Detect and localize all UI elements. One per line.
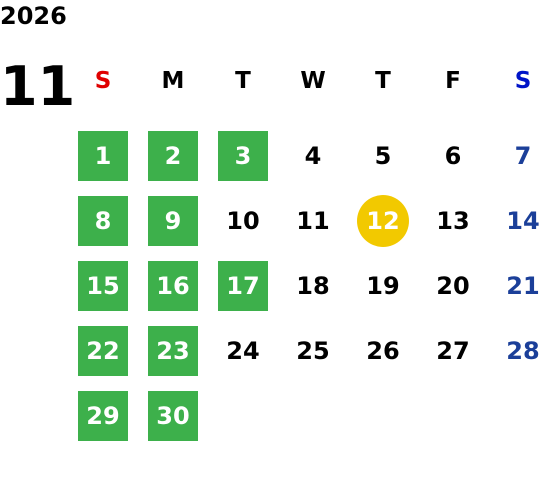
day-cell[interactable]: 11: [278, 188, 348, 253]
day-number: 7: [514, 141, 532, 170]
day-number: 15: [78, 260, 128, 311]
weekday-monday: M: [161, 67, 185, 94]
weekday-tuesday: T: [235, 67, 251, 94]
day-cell[interactable]: 15: [68, 253, 138, 318]
day-cell[interactable]: 28: [488, 318, 548, 383]
day-number: 18: [296, 271, 330, 300]
day-number: 20: [436, 271, 470, 300]
day-number: 14: [506, 206, 540, 235]
day-number: 1: [78, 130, 128, 181]
day-cell[interactable]: 1: [68, 123, 138, 188]
day-number: 2: [148, 130, 198, 181]
day-cell[interactable]: 12: [348, 188, 418, 253]
day-cell[interactable]: 27: [418, 318, 488, 383]
day-cell[interactable]: 3: [208, 123, 278, 188]
day-cell[interactable]: 13: [418, 188, 488, 253]
weekday-sunday: S: [94, 67, 112, 94]
month-label: 11: [0, 55, 76, 118]
weekday-friday: F: [445, 67, 461, 94]
weekday-thursday: T: [375, 67, 391, 94]
day-number: 10: [226, 206, 260, 235]
day-number: 19: [366, 271, 400, 300]
day-cell[interactable]: 21: [488, 253, 548, 318]
day-number: 9: [148, 195, 198, 246]
day-number: 6: [444, 141, 462, 170]
day-cell[interactable]: 20: [418, 253, 488, 318]
day-cell[interactable]: 19: [348, 253, 418, 318]
day-number: 16: [148, 260, 198, 311]
day-number: 25: [296, 336, 330, 365]
weekday-wednesday: W: [300, 67, 326, 94]
day-cell[interactable]: 23: [138, 318, 208, 383]
day-cell[interactable]: 29: [68, 383, 138, 448]
day-cell[interactable]: 22: [68, 318, 138, 383]
day-cell[interactable]: 26: [348, 318, 418, 383]
day-cell[interactable]: 5: [348, 123, 418, 188]
day-number: 13: [436, 206, 470, 235]
day-cell[interactable]: 6: [418, 123, 488, 188]
day-cell[interactable]: 16: [138, 253, 208, 318]
day-cell[interactable]: 2: [138, 123, 208, 188]
day-number: 24: [226, 336, 260, 365]
day-number: 28: [506, 336, 540, 365]
day-number: 12: [357, 194, 409, 247]
day-cell[interactable]: 8: [68, 188, 138, 253]
day-number: 3: [218, 130, 268, 181]
day-number: 4: [304, 141, 322, 170]
day-cell[interactable]: 30: [138, 383, 208, 448]
day-number: 11: [296, 206, 330, 235]
day-number: 26: [366, 336, 400, 365]
day-number: 22: [78, 325, 128, 376]
weekday-saturday: S: [514, 67, 532, 94]
day-number: 21: [506, 271, 540, 300]
day-cell[interactable]: 4: [278, 123, 348, 188]
day-number: 8: [78, 195, 128, 246]
day-cell[interactable]: 17: [208, 253, 278, 318]
day-cell[interactable]: 10: [208, 188, 278, 253]
day-number: 29: [78, 390, 128, 441]
day-cell[interactable]: 14: [488, 188, 548, 253]
day-cell[interactable]: 24: [208, 318, 278, 383]
day-cell[interactable]: 9: [138, 188, 208, 253]
day-number: 17: [218, 260, 268, 311]
day-number: 23: [148, 325, 198, 376]
day-number: 27: [436, 336, 470, 365]
day-number: 5: [374, 141, 392, 170]
day-cell[interactable]: 18: [278, 253, 348, 318]
year-label: 2026: [0, 2, 67, 30]
day-number: 30: [148, 390, 198, 441]
day-cell[interactable]: 7: [488, 123, 548, 188]
day-cell[interactable]: 25: [278, 318, 348, 383]
